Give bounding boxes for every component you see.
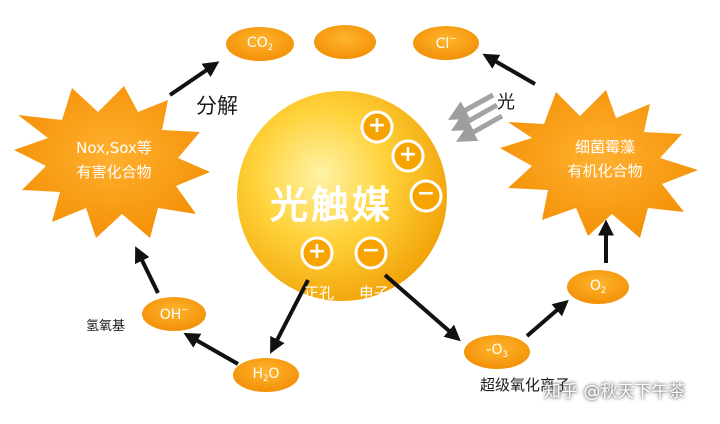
water-pill: [233, 358, 299, 392]
chloride-pill: [413, 26, 479, 60]
organic-compounds-text: 细菌霉藻 有机化合物: [535, 135, 675, 183]
superoxide-pill: [464, 335, 530, 369]
photocatalyst-sphere: [237, 91, 447, 301]
arrow-organic-to-cl: [482, 53, 536, 86]
harmful-compounds-line2: 有害化合物: [76, 163, 152, 181]
hole-sign-middle: +: [398, 142, 418, 167]
arrow-hole-to-h2o: [270, 279, 310, 354]
decompose-label: 分解: [196, 94, 238, 118]
electron-charge-right: [409, 179, 443, 213]
oxygen-pill: [567, 270, 629, 304]
co2-pill: [226, 27, 294, 61]
superoxide-text: -O3: [486, 342, 508, 359]
water-text: H2O: [252, 366, 280, 383]
arrow-o3-to-o2: [525, 299, 569, 338]
empty-pill: [314, 25, 376, 59]
hole-charge-middle: [391, 139, 425, 173]
hole-charge-top: [360, 110, 394, 144]
arrow-electron-to-o3: [383, 273, 461, 342]
organic-compounds-line2: 有机化合物: [567, 162, 643, 180]
harmful-compounds-text: Nox,Sox等 有害化合物: [44, 136, 184, 184]
electron-charge-bottom: [354, 236, 388, 270]
chloride-text: Cl−: [435, 33, 457, 52]
electron-sign-bottom: −: [361, 238, 381, 263]
hydroxide-text: OH−: [159, 304, 189, 323]
hydroxide-pill: [142, 297, 206, 331]
arrow-decompose-to-co2: [168, 61, 220, 97]
superoxide-label: 超级氧化离子: [480, 376, 571, 394]
harmful-compounds-line1: Nox,Sox等: [76, 139, 152, 157]
hole-label: 正孔: [303, 284, 334, 302]
hole-sign-bottom: +: [307, 239, 327, 264]
hydroxyl-label: 氢氧基: [86, 319, 126, 334]
electron-sign-right: −: [416, 181, 436, 206]
arrow-oh-to-harmful: [135, 246, 160, 294]
oxygen-text: O2: [589, 278, 607, 295]
harmful-compounds-burst: [14, 86, 210, 238]
hole-charge-bottom: [300, 236, 334, 270]
organic-compounds-burst: [500, 90, 698, 238]
electron-label: 电子: [358, 284, 389, 302]
light-arrow-2: [451, 102, 499, 131]
light-label: 光: [497, 92, 515, 113]
arrow-h2o-to-oh: [183, 332, 239, 366]
hole-sign-top: +: [367, 113, 387, 138]
watermark: 知乎 @秋天下午茶: [544, 382, 686, 402]
co2-text: CO2: [246, 35, 274, 52]
organic-compounds-line1: 细菌霉藻: [574, 138, 635, 156]
photocatalyst-title: 光触媒: [270, 183, 394, 227]
light-arrow-3: [456, 113, 504, 142]
